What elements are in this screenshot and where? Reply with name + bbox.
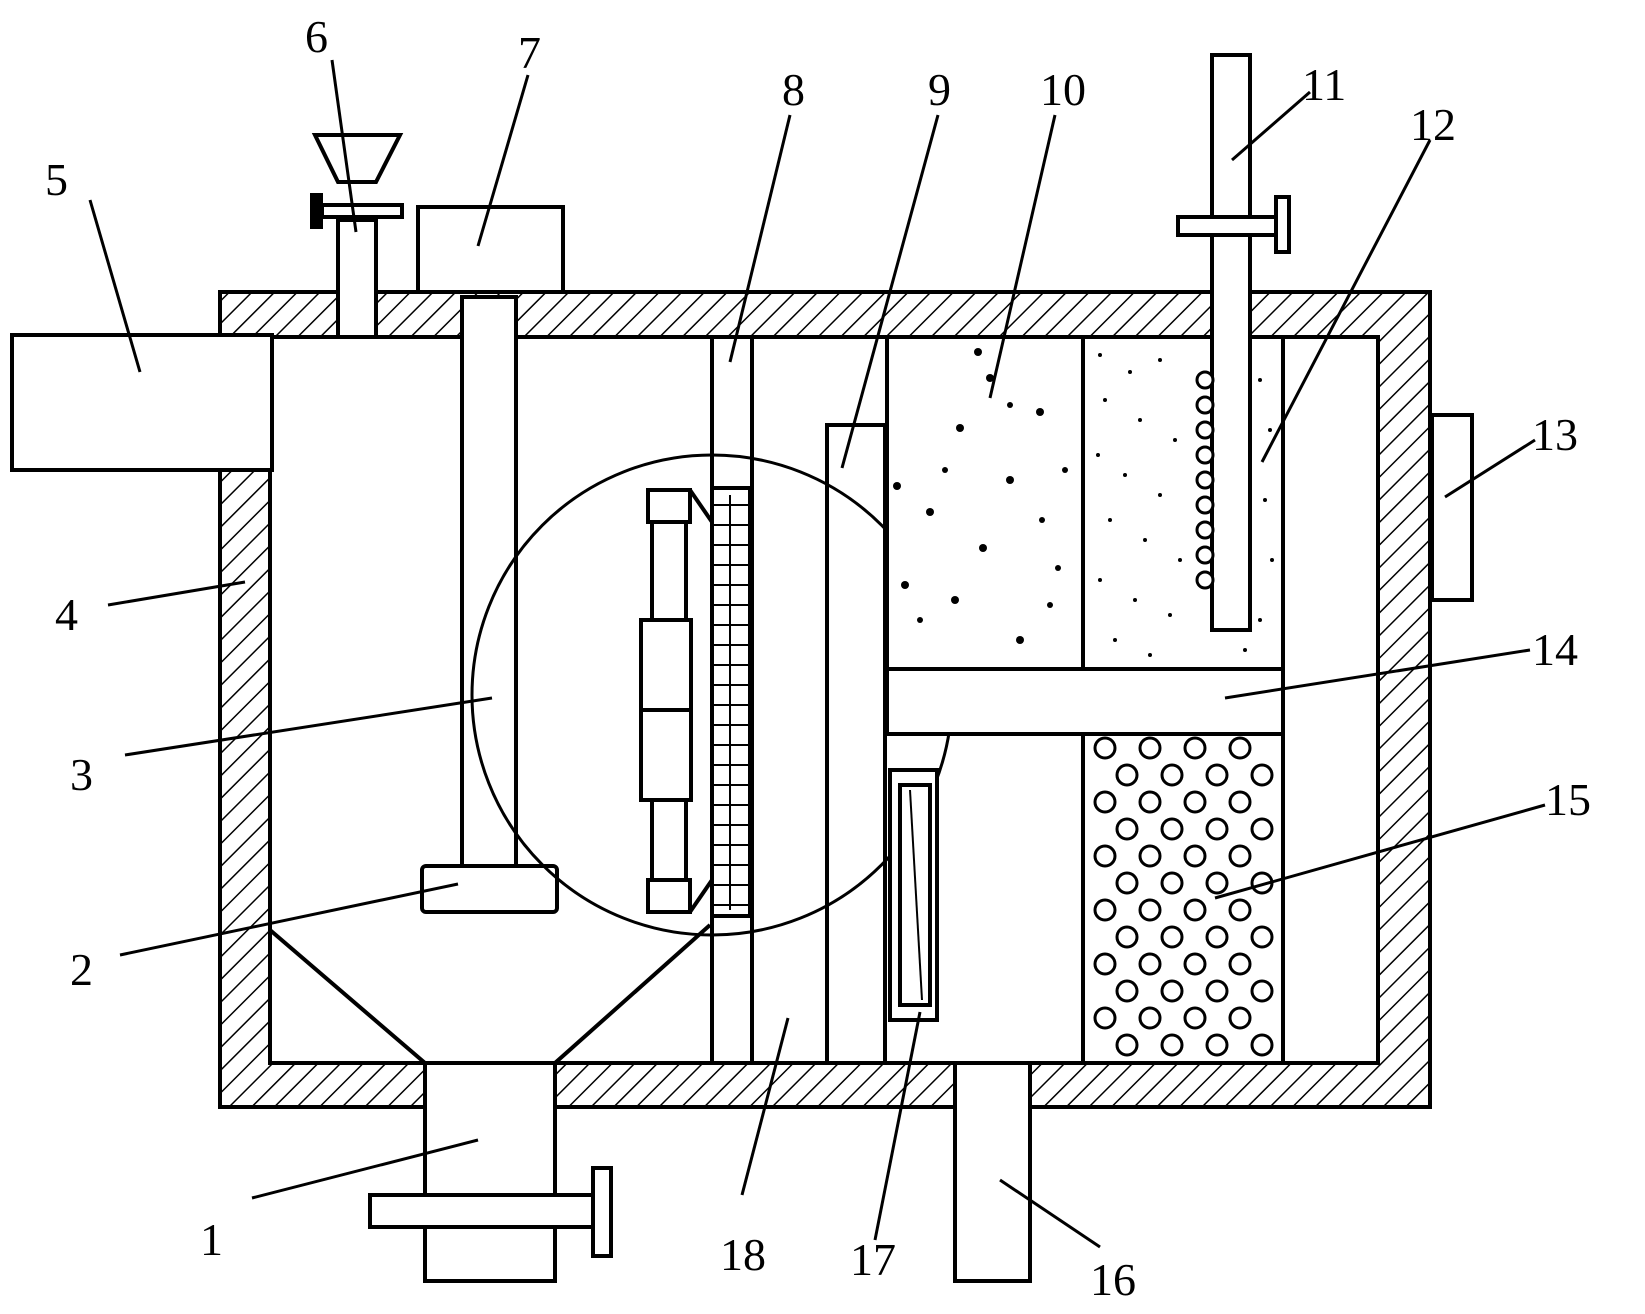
motor-box — [416, 205, 565, 294]
control-box — [1430, 413, 1474, 602]
label-11: 11 — [1302, 59, 1346, 110]
label-17: 17 — [850, 1234, 896, 1285]
filter-cartridge — [888, 768, 939, 1022]
label-16: 16 — [1090, 1254, 1136, 1305]
impeller-paddle — [420, 864, 559, 914]
label-5: 5 — [45, 154, 68, 205]
baffle-plate — [825, 423, 887, 1065]
label-4: 4 — [55, 589, 78, 640]
label-9: 9 — [928, 64, 951, 115]
label-2: 2 — [70, 944, 93, 995]
porous-filter-layer — [1081, 732, 1285, 1065]
connecting-pipe — [885, 667, 1285, 736]
filter-mesh — [712, 495, 748, 910]
hopper-wall-left — [268, 928, 427, 1065]
hopper-wall-right — [553, 923, 712, 1065]
label-13: 13 — [1532, 409, 1578, 460]
pipe-nozzles — [1195, 370, 1215, 590]
sand-particles — [893, 348, 1068, 644]
label-10: 10 — [1040, 64, 1086, 115]
label-12: 12 — [1410, 99, 1456, 150]
feed-funnel — [310, 133, 404, 339]
filter-screen-assembly — [639, 486, 752, 918]
callout-labels: 1 2 3 4 5 6 7 8 9 10 11 12 13 14 15 16 1… — [45, 11, 1591, 1305]
clean-water-outlet — [953, 1061, 1032, 1283]
inlet-pipe — [10, 333, 274, 472]
stirring-shaft — [460, 295, 518, 874]
label-15: 15 — [1545, 774, 1591, 825]
carbon-filter-layer — [1081, 335, 1285, 671]
label-1: 1 — [200, 1214, 223, 1265]
label-18: 18 — [720, 1229, 766, 1280]
porous-holes — [1093, 736, 1274, 1057]
label-3: 3 — [70, 749, 93, 800]
carbon-particles — [1096, 353, 1274, 657]
label-14: 14 — [1532, 624, 1578, 675]
leader-lines — [88, 59, 1546, 1249]
sand-filter-layer — [885, 335, 1085, 671]
sediment-outlet-valve — [368, 1061, 613, 1283]
label-8: 8 — [782, 64, 805, 115]
label-6: 6 — [305, 11, 328, 62]
label-7: 7 — [518, 27, 541, 78]
